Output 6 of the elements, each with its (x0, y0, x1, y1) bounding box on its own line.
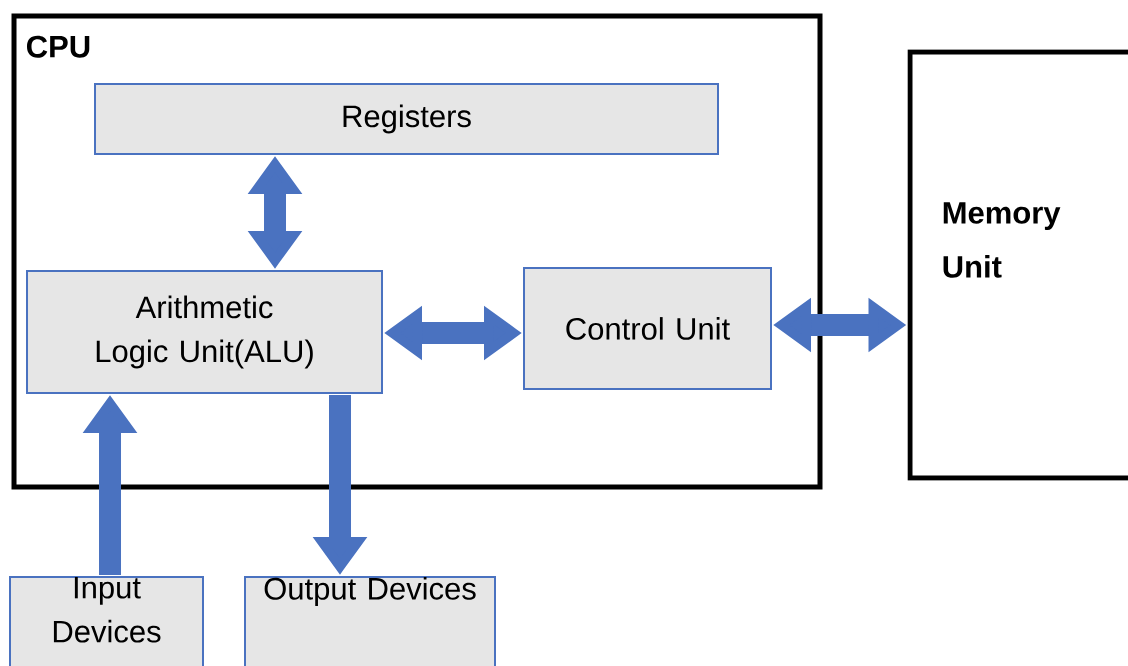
memory-box: Memory Unit (907, 49, 1128, 481)
unit-box: Input Devices (9, 576, 204, 666)
unit-box: Control Unit (523, 267, 772, 390)
unit-box: Arithmetic Logic Unit(ALU) (26, 270, 383, 394)
unit-box: Output Devices (244, 576, 496, 666)
unit-box: Registers (94, 83, 719, 155)
